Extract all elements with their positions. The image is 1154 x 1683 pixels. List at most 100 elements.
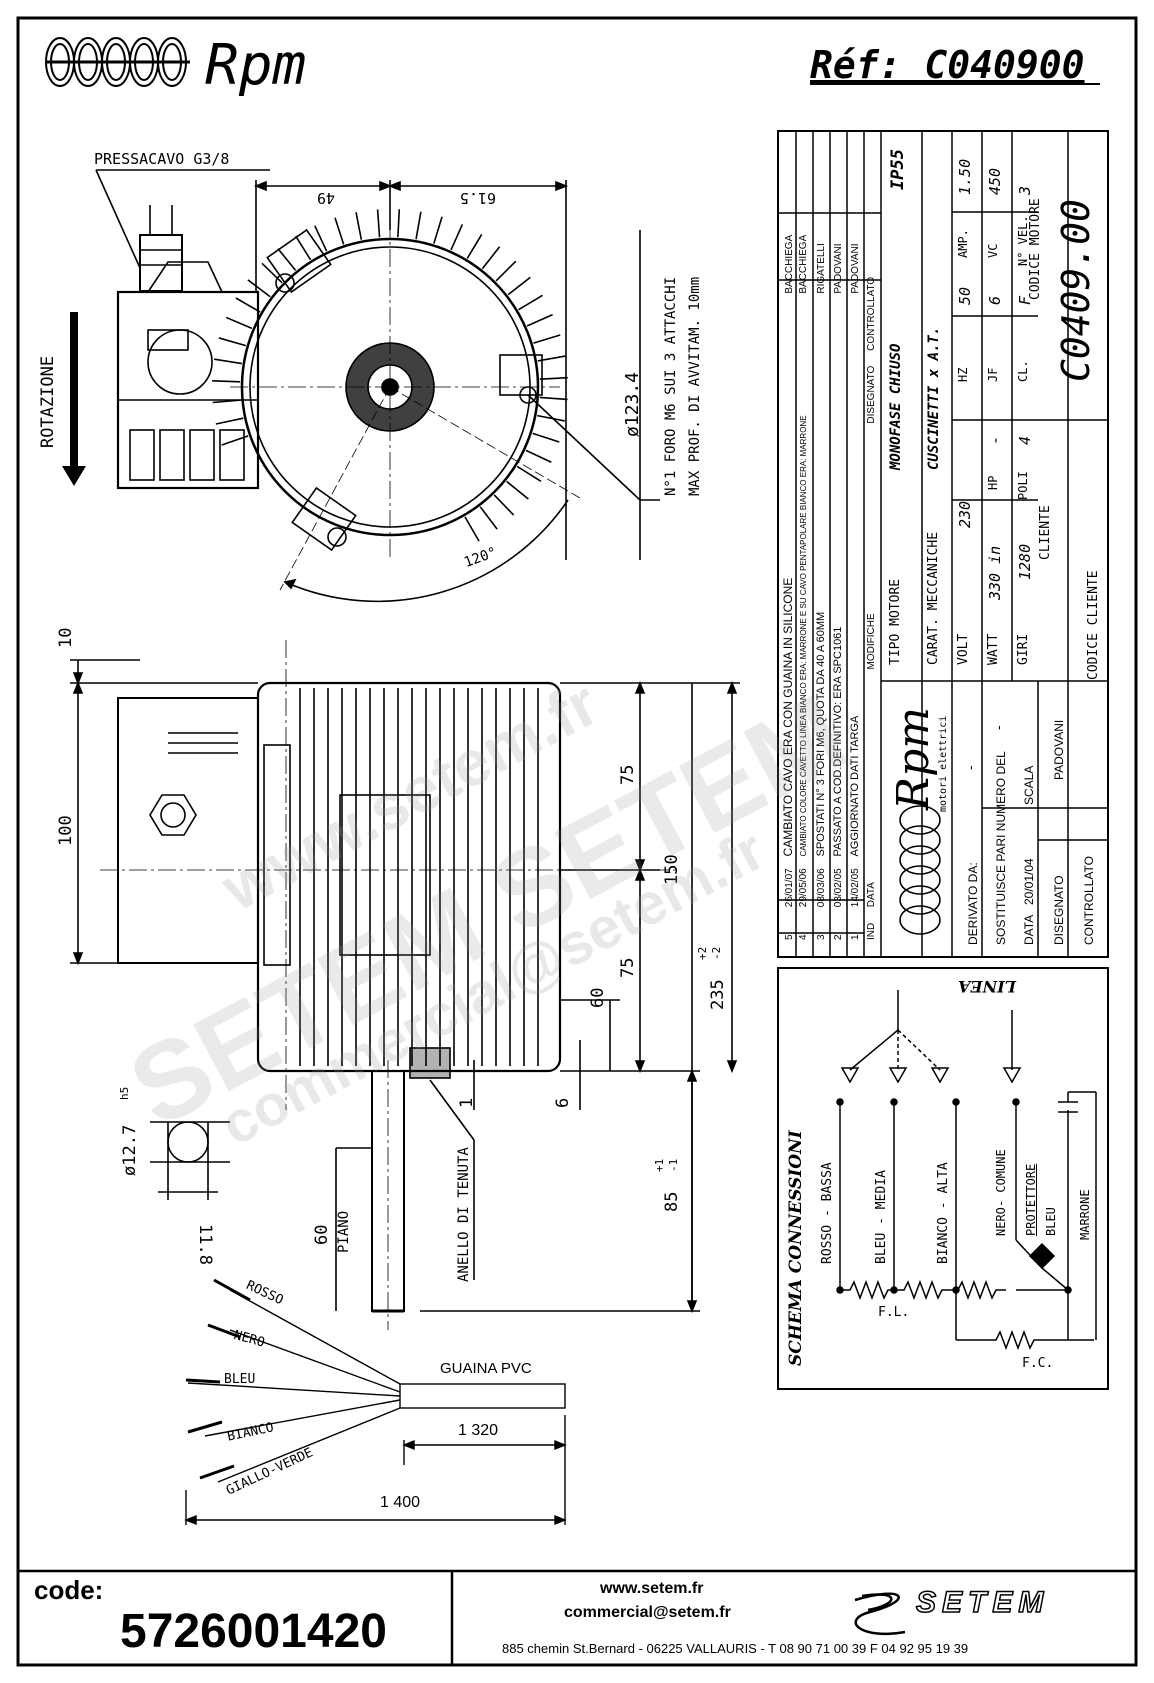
dim-85-label: 85	[662, 1191, 682, 1212]
dim-75b-label: 75	[618, 957, 638, 978]
motor-type-value: MONOFASE CHIUSO	[888, 343, 904, 470]
fin-line	[334, 217, 345, 245]
footer-site[interactable]: www.setem.fr	[600, 1580, 704, 1597]
head-ind: IND	[866, 922, 877, 940]
fin-line	[294, 235, 312, 261]
fin-line	[277, 248, 297, 271]
head-mod: MODIFICHE	[866, 613, 877, 670]
rev1-date: 14/02/05	[850, 868, 861, 908]
date-label: DATA	[1022, 914, 1036, 945]
fin-line	[495, 260, 517, 282]
titleblock-rpm-logo: Rpm	[888, 706, 939, 810]
outer-frame	[16, 16, 1138, 1667]
head-date: DATA	[866, 882, 877, 908]
wiring-schema-box	[777, 967, 1109, 1390]
rev2-date: 03/02/05	[833, 868, 844, 908]
replaces-label: SOSTITUISCE PARI NUMERO DEL	[994, 751, 1008, 945]
rev4-by: BACCHIEGA	[798, 234, 809, 294]
fin-line	[215, 417, 244, 425]
flat-label: PIANO	[336, 1210, 352, 1253]
mech-value: CUSCINETTI x A.T.	[926, 326, 942, 470]
fin-line	[507, 276, 531, 296]
hz-value: 50	[956, 286, 974, 305]
hp-value: -	[986, 435, 1004, 445]
fin-line	[539, 396, 568, 401]
cable-drawing	[184, 1278, 567, 1526]
titleblock-logo	[899, 805, 941, 935]
setem-logo-swoosh	[854, 1592, 906, 1636]
fin-line	[525, 449, 552, 463]
revision-3-text: 3 08/03/06 SPOSTATI N° 3 FORI M6, QUOTA …	[815, 243, 827, 940]
dim-10-label: 10	[56, 627, 76, 648]
fin-line	[214, 358, 242, 365]
fin-line	[225, 316, 253, 330]
fin-line	[533, 334, 561, 344]
schema-fc: F.C.	[1022, 1356, 1054, 1371]
fin-line	[218, 337, 247, 347]
date-value: 20/01/04	[1022, 858, 1036, 905]
rev4-date: 29/05/06	[798, 868, 809, 908]
volt-value: 230	[956, 500, 974, 528]
holes-note-line1: N°1 FORO M6 SUI 3 ATTACCHI	[663, 276, 679, 496]
fin-line	[532, 432, 560, 443]
motor-code-value: C0409.00	[1054, 198, 1098, 382]
amp-label: AMP.	[956, 229, 970, 258]
dim-61-5-label: 61.5	[459, 189, 496, 207]
fin-line	[481, 246, 501, 270]
fin-line	[355, 212, 363, 240]
fin-line	[466, 234, 483, 259]
shaft-tolerance-label: h5	[118, 1086, 131, 1100]
footer-email[interactable]: commercial@setem.fr	[564, 1604, 731, 1621]
cl-label: CL.	[1016, 360, 1030, 382]
rotation-arrow	[62, 312, 86, 486]
watt-value: 330 in	[986, 545, 1004, 600]
hz-label: HZ	[956, 367, 970, 382]
fin-line	[433, 216, 443, 244]
dim-235-label: 235	[708, 979, 728, 1010]
revision-1-text: 1 14/02/05 AGGIORNATO DATI TARGA PADOVAN…	[849, 243, 861, 940]
dim-85-tol-plus: +1	[653, 1158, 666, 1172]
dim-49-label: 49	[316, 189, 335, 207]
sheath-label: GUAINA PVC	[440, 1360, 532, 1377]
fin-line	[376, 209, 381, 238]
derived-value: -	[962, 765, 978, 770]
fin-line	[450, 224, 464, 251]
dim-60-label: 60	[588, 987, 608, 1008]
vc-value: 450	[986, 167, 1004, 195]
title-block	[777, 130, 1109, 958]
giri-value: 1280	[1016, 543, 1034, 580]
scale-label: SCALA	[1022, 765, 1036, 805]
rev3-ind: 3	[816, 934, 827, 940]
poli-label: POLI	[1016, 471, 1030, 500]
wire-bleu: BLEU	[224, 1372, 256, 1387]
titleblock-rpm-sub: motori elettrici	[938, 715, 949, 812]
rev3-by: RIGATELLI	[816, 243, 827, 294]
revision-5-text: 5 26/01/07 CAMBIATO CAVO ERA CON GUAINA …	[781, 235, 795, 940]
dim-85-tol-minus: -1	[667, 1158, 680, 1172]
footer-frame	[18, 1569, 1136, 1665]
fin-line	[212, 379, 241, 383]
fin-line	[415, 211, 422, 240]
schema-nero: NERO- COMUNE	[994, 1149, 1008, 1236]
brand-logo-text: Rpm	[205, 33, 306, 98]
footer-setem-brand: SETEM	[915, 1585, 1050, 1620]
shaft-diameter-label: ø12.7	[120, 1124, 140, 1176]
schema-linea: LINEA	[958, 977, 1016, 996]
fin-line	[539, 376, 568, 380]
dim-1400-label: 1 400	[380, 1494, 421, 1511]
fin-line	[261, 262, 283, 284]
derived-label: DERIVATO DA:	[966, 862, 980, 945]
shaft-flat-label: 11.8	[195, 1224, 215, 1265]
rpm-coil-logo	[45, 37, 190, 87]
holes-note-line2: MAX PROF. DI AVVITAM. 10mm	[687, 276, 703, 496]
fin-line	[537, 414, 565, 422]
head-checked: CONTROLLATO	[866, 276, 877, 351]
reference-title: Réf: C040900	[810, 43, 1085, 87]
rotation-label: ROTAZIONE	[38, 355, 58, 448]
schema-bianco: BIANCO - ALTA	[936, 1162, 951, 1264]
seal-label: ANELLO DI TENUTA	[456, 1147, 472, 1282]
dim-1320-label: 1 320	[458, 1422, 499, 1439]
cable-gland-label: PRESSACAVO G3/8	[94, 150, 230, 168]
